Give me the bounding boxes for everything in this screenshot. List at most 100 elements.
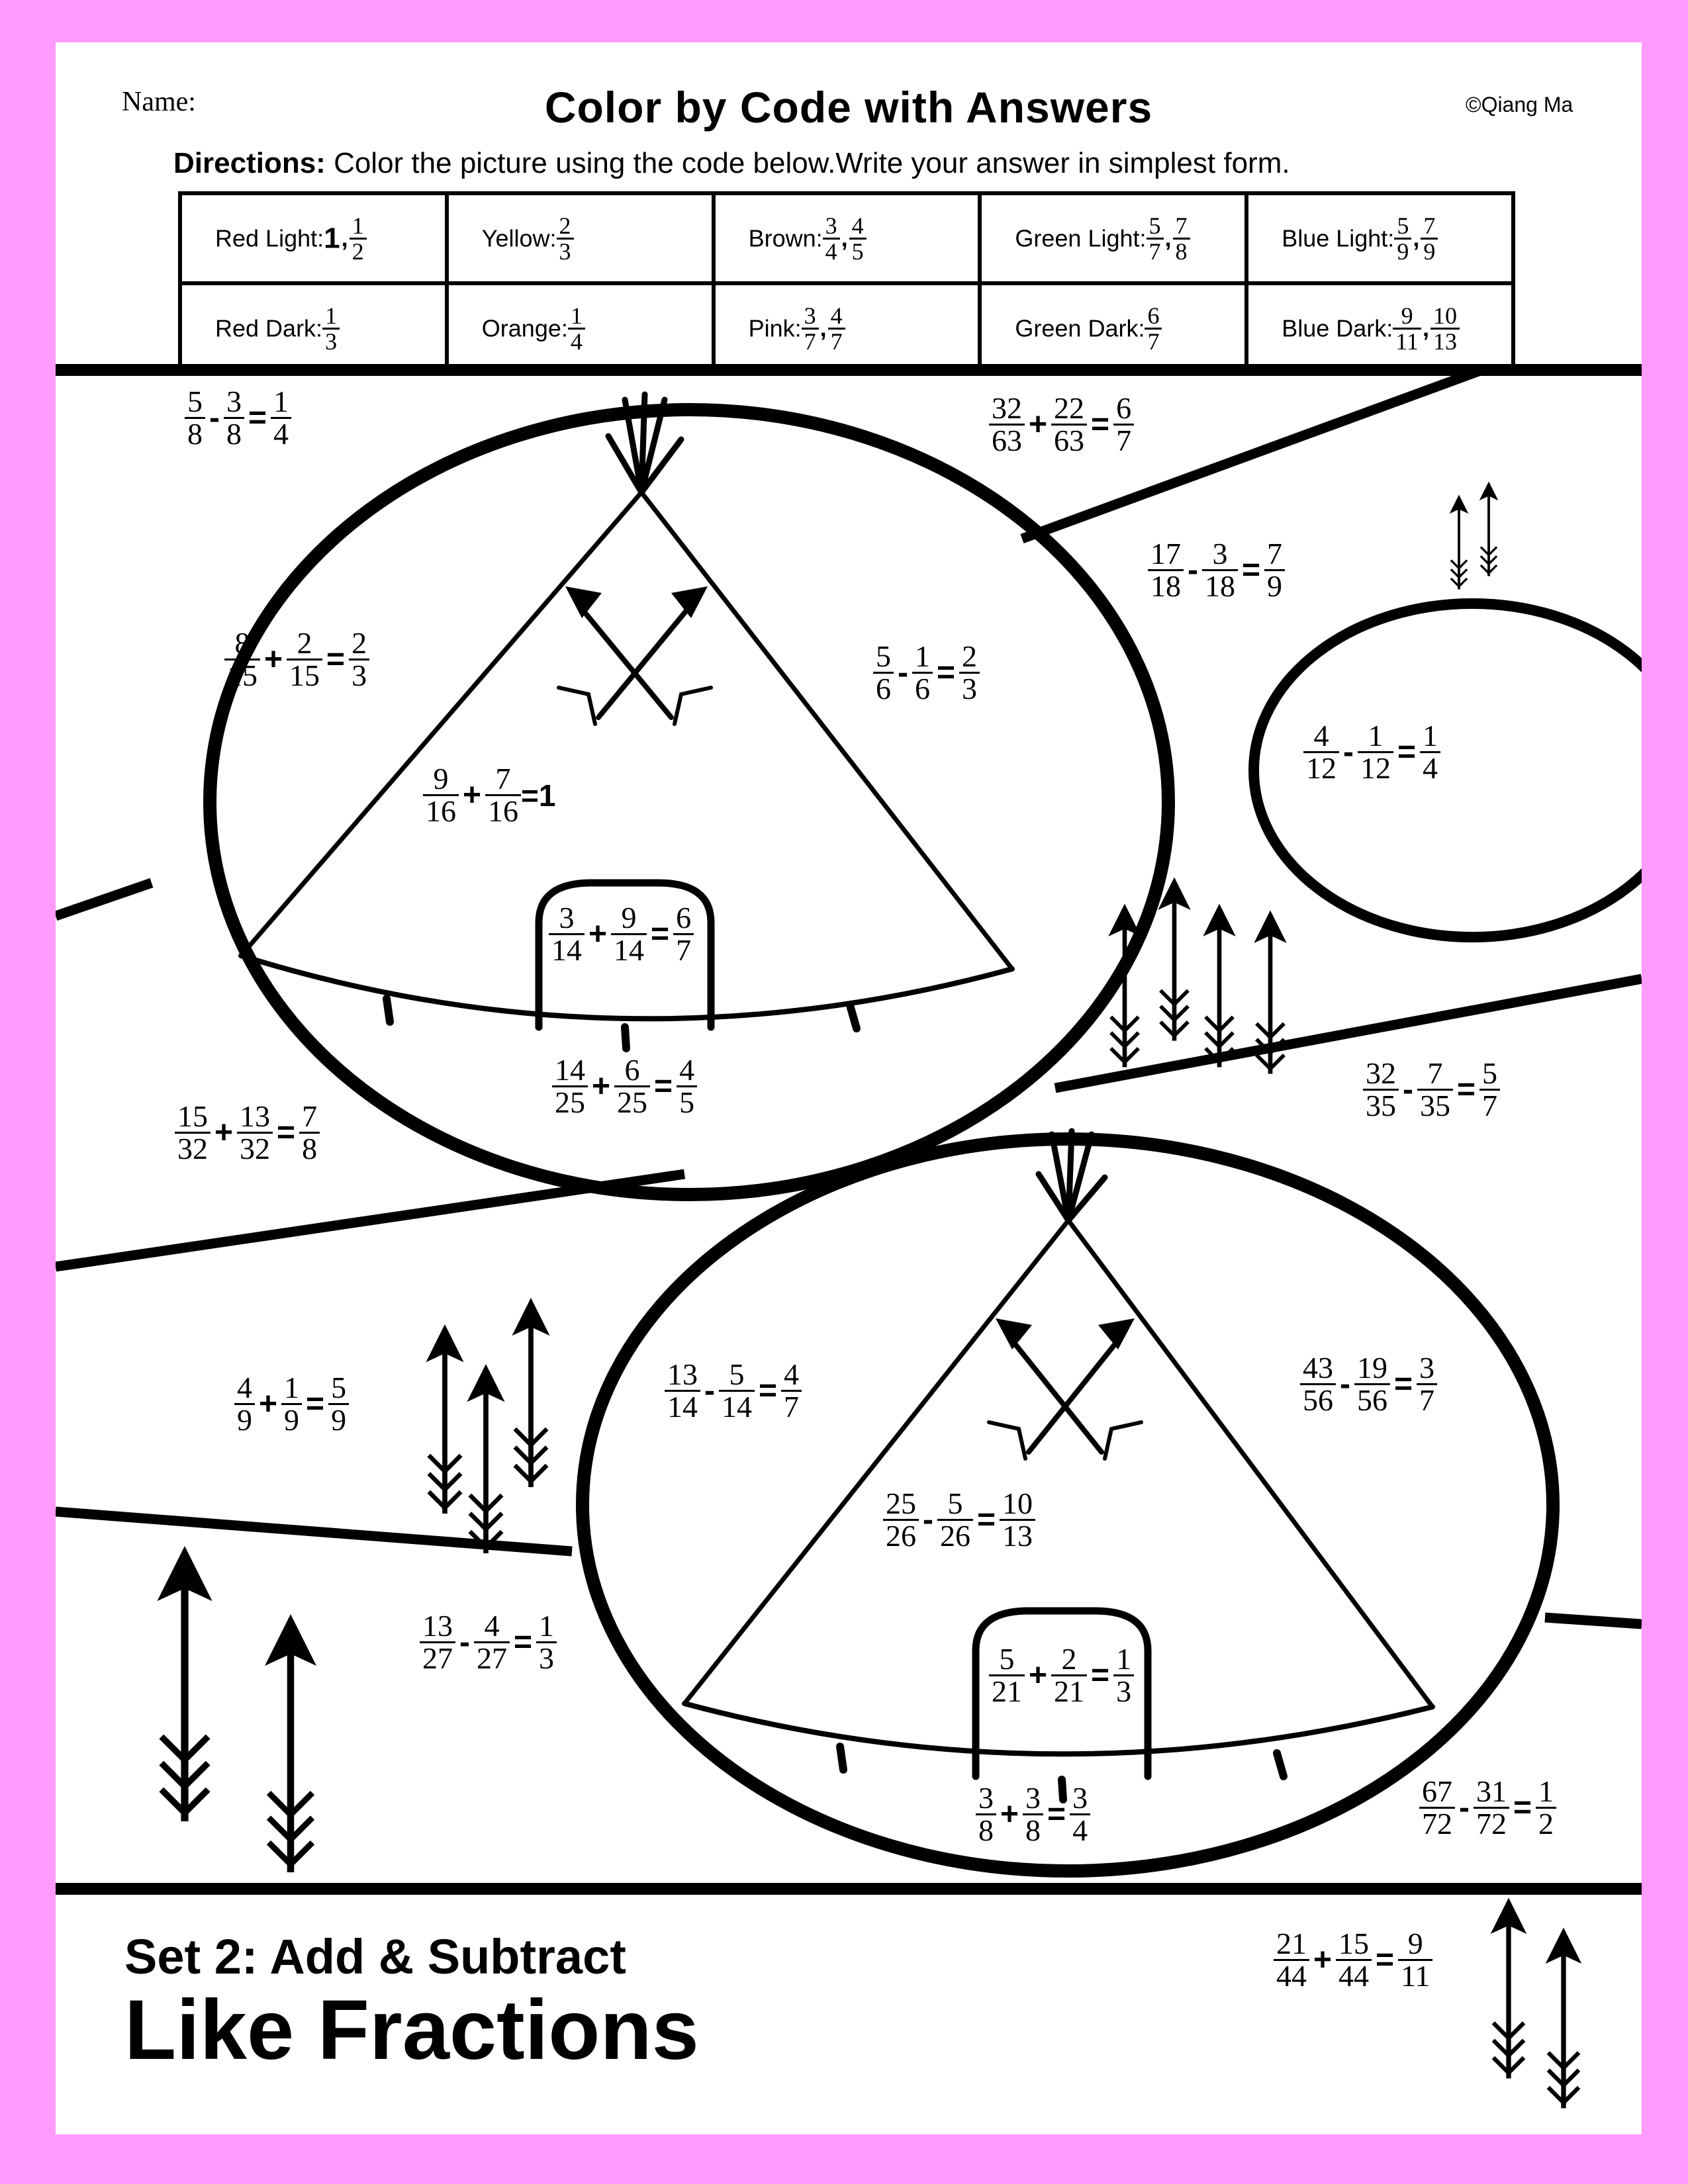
- region-line: [1020, 365, 1484, 544]
- denominator: 56: [1300, 1383, 1336, 1416]
- equals-sign: =: [936, 655, 956, 690]
- denominator: 7: [781, 1390, 802, 1422]
- operator: -: [1403, 1072, 1413, 1107]
- code-color-label: Blue Dark:: [1282, 314, 1393, 341]
- denominator: 6: [873, 672, 894, 704]
- denominator: 6: [912, 672, 933, 704]
- denominator: 44: [1274, 1959, 1309, 1991]
- denominator: 5: [849, 237, 867, 263]
- coloring-picture: [56, 364, 1642, 2134]
- separator: ,: [1413, 224, 1420, 251]
- denominator: 14: [718, 1390, 755, 1422]
- numerator: 1: [1538, 1774, 1554, 1808]
- denominator: 4: [1070, 1813, 1091, 1846]
- operator: -: [898, 655, 908, 690]
- numerator: 9: [433, 762, 449, 796]
- denominator: 12: [1357, 751, 1393, 784]
- denominator: 9: [328, 1403, 350, 1435]
- equals-sign: =: [1456, 1072, 1476, 1107]
- equals-sign: =: [1091, 407, 1110, 442]
- denominator: 18: [1148, 569, 1184, 602]
- denominator: 25: [552, 1085, 588, 1118]
- numerator: 6: [1147, 302, 1160, 329]
- copyright: ©Qiang Ma: [1466, 93, 1573, 116]
- denominator: 9: [281, 1403, 303, 1435]
- numerator: 4: [784, 1357, 800, 1391]
- numerator: 4: [830, 302, 843, 329]
- denominator: 3: [556, 237, 574, 263]
- denominator: 14: [549, 933, 585, 966]
- operator: +: [1313, 1942, 1333, 1978]
- operator: +: [259, 1387, 278, 1422]
- numerator: 1: [914, 639, 930, 673]
- equals-sign: =: [513, 1625, 533, 1660]
- numerator: 1: [1423, 719, 1438, 752]
- topic-label: Like Fractions: [124, 1983, 699, 2077]
- denominator: 7: [827, 327, 845, 353]
- numerator: 7: [495, 762, 511, 796]
- denominator: 14: [611, 933, 647, 966]
- worksheet: Name: Color by Code with Answers ©Qiang …: [56, 42, 1642, 2134]
- numerator: 5: [999, 1642, 1015, 1676]
- numerator: 6: [676, 901, 692, 934]
- denominator: 4: [271, 417, 292, 449]
- denominator: 72: [1419, 1807, 1455, 1839]
- denominator: 4: [822, 237, 840, 263]
- denominator: 7: [801, 327, 819, 353]
- denominator: 8: [1172, 237, 1190, 263]
- numerator: 1: [325, 302, 338, 329]
- region-line: [1544, 1612, 1642, 1629]
- equals-sign: =: [1376, 1942, 1395, 1978]
- equals-sign: =: [277, 1115, 296, 1150]
- operator: +: [214, 1115, 234, 1150]
- denominator: 4: [567, 327, 585, 353]
- equals-sign: =: [1393, 1367, 1413, 1402]
- equals-sign: =: [651, 917, 670, 952]
- denominator: 3: [322, 327, 340, 353]
- denominator: 7: [1479, 1089, 1501, 1121]
- denominator: 35: [1417, 1089, 1453, 1121]
- separator: ,: [820, 314, 827, 341]
- numerator: 3: [1072, 1781, 1088, 1815]
- numerator: 15: [177, 1099, 208, 1133]
- operator: -: [209, 400, 220, 435]
- code-color-label: Blue Light:: [1282, 224, 1395, 251]
- code-whole-number: 1: [324, 222, 340, 254]
- denominator: 7: [1417, 1383, 1438, 1416]
- numerator: 10: [1002, 1486, 1033, 1520]
- denominator: 16: [485, 794, 522, 827]
